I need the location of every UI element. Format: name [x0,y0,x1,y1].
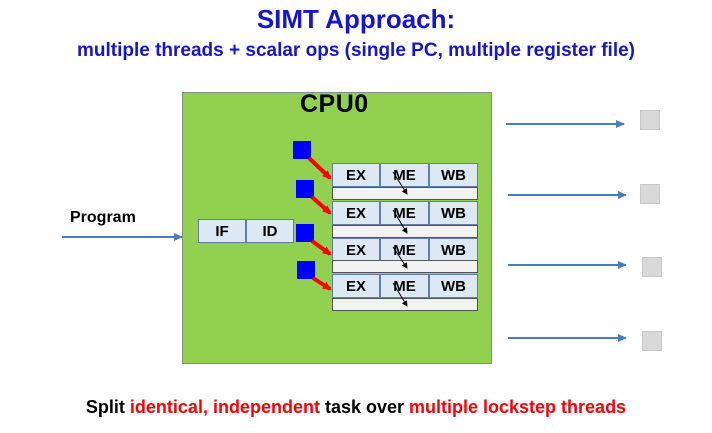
caption-highlight-2: multiple lockstep threads [409,397,627,417]
thread-register-2 [296,180,314,198]
lane1-wb: WB [429,163,478,187]
thread-register-1 [293,141,311,159]
output-square-1 [640,110,660,130]
lane4-wb: WB [429,274,478,298]
lane2-me: ME [380,201,429,225]
thread-register-4 [297,261,315,279]
stage-id: ID [246,219,294,243]
lane1-me: ME [380,163,429,187]
lane4-ex: EX [332,274,380,298]
internal-arrow-4 [392,282,408,307]
output-square-3 [642,257,662,277]
lane1-ex: EX [332,163,380,187]
lane4-me: ME [380,274,429,298]
lane2-wb: WB [429,201,478,225]
internal-arrow-2 [392,209,408,234]
thread-arrow-4 [311,276,332,291]
output-square-4 [642,331,662,351]
lane3-me: ME [380,238,429,262]
thread-arrow-2 [310,195,332,215]
internal-arrow-3 [392,246,408,269]
caption-highlight-1: identical, independent [129,397,320,417]
program-label: Program [70,209,136,226]
page-subtitle: multiple threads + scalar ops (single PC… [76,40,635,61]
thread-arrow-3 [310,239,332,256]
output-square-2 [640,184,660,204]
stage-if: IF [198,219,246,243]
caption: Split identical, independent task over m… [0,397,712,418]
lane3-ex: EX [332,238,380,262]
internal-arrow-1 [392,171,408,195]
lane2-ex: EX [332,201,380,225]
cpu-label: CPU0 [300,90,369,118]
page-title: SIMT Approach: [256,4,456,34]
thread-register-3 [296,224,314,242]
caption-part-1: Split [85,397,130,417]
thread-arrow-1 [307,156,332,180]
caption-part-3: task over [319,397,410,417]
